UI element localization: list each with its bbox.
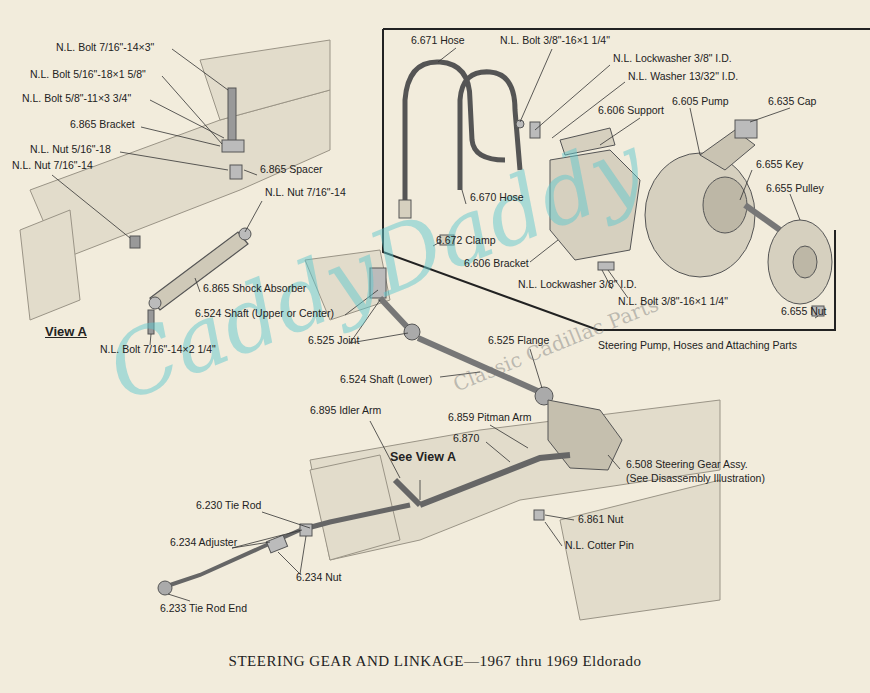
view-reference: See View A	[390, 450, 456, 464]
part-label: N.L. Lockwasher 3/8" I.D.	[518, 278, 637, 290]
part-label: (See Disassembly Illustration)	[626, 472, 765, 484]
part-label: 6.234 Adjuster	[170, 536, 237, 548]
part-label: N.L. Lockwasher 3/8" I.D.	[613, 52, 732, 64]
part-label: 6.524 Shaft (Lower)	[340, 373, 432, 385]
diagram-title: STEERING GEAR AND LINKAGE—1967 thru 1969…	[229, 652, 642, 670]
part-label: N.L. Nut 7/16"-14	[265, 186, 346, 198]
part-label: N.L. Bolt 5/16"-18×1 5/8"	[30, 68, 146, 80]
part-label: 6.525 Joint	[308, 334, 359, 346]
part-label: 6.233 Tie Rod End	[160, 602, 247, 614]
part-label: 6.655 Nut	[781, 305, 827, 317]
part-label: 6.655 Pulley	[766, 182, 824, 194]
part-label: 6.670 Hose	[470, 191, 524, 203]
part-label: N.L. Bolt 3/8"-16×1 1/4"	[500, 34, 610, 46]
part-label: N.L. Washer 13/32" I.D.	[628, 70, 738, 82]
part-label: 6.234 Nut	[296, 571, 342, 583]
part-label: 6.859 Pitman Arm	[448, 411, 531, 423]
part-label: N.L. Bolt 7/16"-14×3"	[56, 41, 154, 53]
part-label: N.L. Nut 5/16"-18	[30, 143, 111, 155]
view-label: View A	[45, 324, 87, 339]
part-label: 6.605 Pump	[672, 95, 729, 107]
part-label: 6.861 Nut	[578, 513, 624, 525]
part-label: 6.865 Shock Absorber	[203, 282, 306, 294]
part-label: 6.865 Spacer	[260, 163, 322, 175]
part-label: N.L. Nut 7/16"-14	[12, 159, 93, 171]
part-label: 6.606 Bracket	[464, 257, 529, 269]
part-label: N.L. Bolt 5/8"-11×3 3/4"	[22, 92, 131, 104]
part-label: 6.895 Idler Arm	[310, 404, 381, 416]
part-label: 6.230 Tie Rod	[196, 499, 261, 511]
part-label: 6.525 Flange	[488, 334, 549, 346]
part-label: 6.671 Hose	[411, 34, 465, 46]
inset-caption: Steering Pump, Hoses and Attaching Parts	[598, 339, 797, 351]
part-label: 6.606 Support	[598, 104, 664, 116]
callout-number: 6.870	[453, 432, 479, 444]
part-label: N.L. Cotter Pin	[565, 539, 634, 551]
part-label: 6.508 Steering Gear Assy.	[626, 458, 748, 470]
part-label: N.L. Bolt 7/16"-14×2 1/4"	[100, 343, 216, 355]
part-label: 6.635 Cap	[768, 95, 816, 107]
part-label: N.L. Bolt 3/8"-16×1 1/4"	[618, 295, 728, 307]
part-label: 6.865 Bracket	[70, 118, 135, 130]
part-label: 6.524 Shaft (Upper or Center)	[195, 307, 334, 319]
part-label: 6.655 Key	[756, 158, 803, 170]
part-label: 6.672 Clamp	[436, 234, 496, 246]
